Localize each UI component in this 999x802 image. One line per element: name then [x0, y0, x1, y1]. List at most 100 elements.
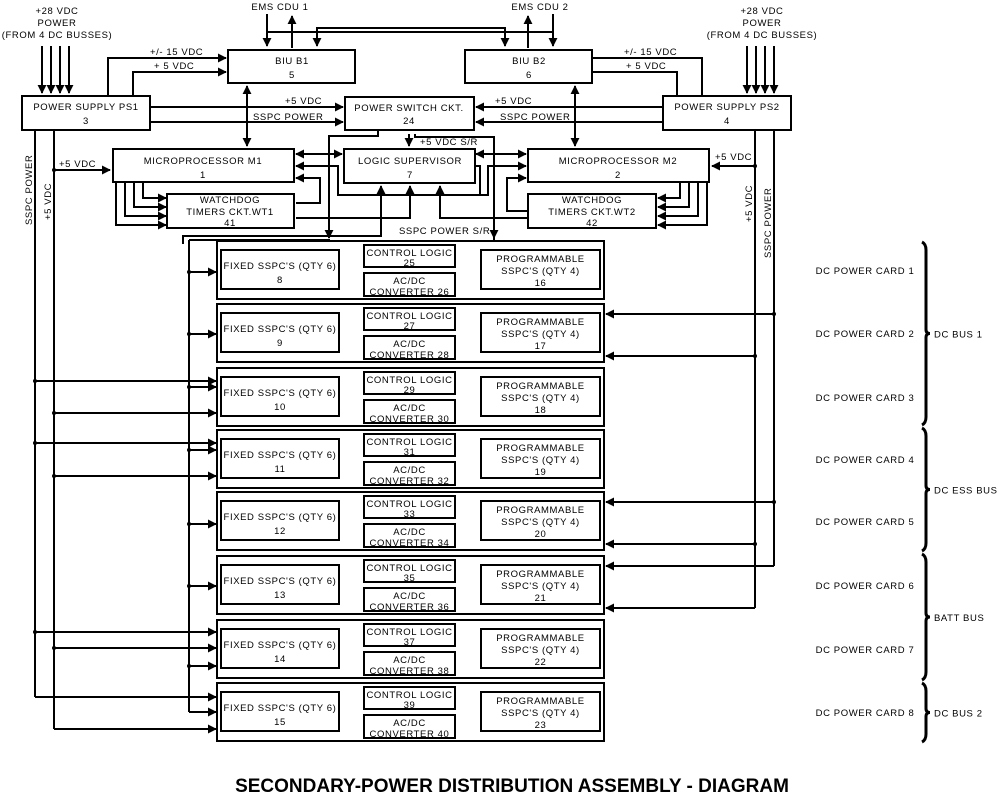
- acdc-converter-line2: CONVERTER 26: [370, 287, 450, 298]
- dc-power-card-5: FIXED SSPC'S (QTY 6)12 CONTROL LOGIC33AC/…: [216, 491, 914, 551]
- bus-brace-2: DC ESS BUS: [921, 426, 997, 553]
- programmable-sspc-line2: SSPC'S (QTY 4): [501, 517, 580, 528]
- ps2-block: POWER SUPPLY PS2 4: [662, 95, 792, 131]
- junction-dot: [772, 312, 776, 316]
- left-28vdc-inputs: [37, 46, 74, 94]
- programmable-sspc-line1: PROGRAMMABLE: [496, 505, 585, 516]
- wt2-block: WATCHDOG TIMERS CKT.WT2 42: [527, 193, 657, 229]
- programmable-sspc-number: 21: [535, 593, 547, 604]
- fixed-sspc-label: FIXED SSPC'S (QTY 6): [224, 703, 337, 714]
- control-logic-number: 33: [404, 509, 416, 520]
- fixed-sspc-number: 13: [274, 590, 286, 601]
- programmable-sspc-line1: PROGRAMMABLE: [496, 633, 585, 644]
- control-logic-number: 29: [404, 385, 416, 396]
- logic-supervisor-label: LOGIC SUPERVISOR: [358, 156, 462, 167]
- ps2-p5-label: + 5 VDC: [626, 61, 666, 72]
- fixed-sspc-label: FIXED SSPC'S (QTY 6): [224, 450, 337, 461]
- programmable-sspc-line1: PROGRAMMABLE: [496, 381, 585, 392]
- control-logic-label: CONTROL LOGIC: [366, 499, 452, 510]
- acdc-converter-line1: AC/DC: [393, 527, 426, 538]
- right-28vdc-label: +28 VDC POWER (FROM 4 DC BUSSES): [707, 6, 817, 41]
- fixed-sspc-number: 15: [274, 717, 286, 728]
- acdc-converter-line1: AC/DC: [393, 718, 426, 729]
- brace-shape: [921, 552, 931, 682]
- bus-brace-1: DC BUS 1: [921, 240, 982, 427]
- programmable-sspc-line1: PROGRAMMABLE: [496, 254, 585, 265]
- fixed-sspc-block: FIXED SSPC'S (QTY 6) 15: [220, 691, 340, 732]
- control-logic-label: CONTROL LOGIC: [366, 248, 452, 259]
- fixed-sspc-label: FIXED SSPC'S (QTY 6): [224, 640, 337, 651]
- wt1-block: WATCHDOG TIMERS CKT.WT1 41: [166, 193, 295, 229]
- fixed-sspc-label: FIXED SSPC'S (QTY 6): [224, 324, 337, 335]
- junction-dot: [753, 542, 757, 546]
- dc-power-card-label: DC POWER CARD 2: [816, 329, 915, 340]
- programmable-sspc-number: 16: [535, 278, 547, 289]
- left-28vdc-line1: +28 VDC: [35, 6, 78, 17]
- control-logic-number: 31: [404, 447, 416, 458]
- right-28vdc-inputs: [742, 46, 779, 94]
- fixed-sspc-label: FIXED SSPC'S (QTY 6): [224, 388, 337, 399]
- programmable-sspc-number: 17: [535, 341, 547, 352]
- biu-b1-block: BIU B1 5: [227, 49, 356, 84]
- programmable-sspc-line2: SSPC'S (QTY 4): [501, 455, 580, 466]
- wt1-line2: TIMERS CKT.WT1: [186, 207, 274, 218]
- ps2-pm15-label: +/- 15 VDC: [624, 47, 677, 58]
- control-logic-number: 35: [404, 573, 416, 584]
- fixed-sspc-block: FIXED SSPC'S (QTY 6) 14: [220, 628, 340, 669]
- programmable-sspc-number: 20: [535, 529, 547, 540]
- m1-5vdc-label: +5 VDC: [59, 159, 96, 170]
- junction-dot: [52, 411, 56, 415]
- wires: [34, 14, 779, 729]
- acdc-converter-line2: CONVERTER 34: [370, 538, 450, 549]
- right-28vdc-line1: +28 VDC: [740, 6, 783, 17]
- ps1-label: POWER SUPPLY PS1: [33, 102, 138, 113]
- programmable-sspc-line2: SSPC'S (QTY 4): [501, 581, 580, 592]
- biu-b2-number: 6: [526, 70, 532, 81]
- programmable-sspc-line1: PROGRAMMABLE: [496, 443, 585, 454]
- logic-5vdc-sr-label: +5 VDC S/R: [420, 137, 478, 148]
- diagram-title: SECONDARY-POWER DISTRIBUTION ASSEMBLY - …: [235, 776, 789, 797]
- control-logic-number: 25: [404, 258, 416, 269]
- power-switch-block: POWER SWITCH CKT. 24: [344, 96, 475, 131]
- junction-dot: [33, 441, 37, 445]
- bus-label: BATT BUS: [934, 613, 984, 624]
- control-logic-label: CONTROL LOGIC: [366, 563, 452, 574]
- ps1-sspc-label: SSPC POWER: [253, 112, 323, 123]
- bus-brace-4: DC BUS 2: [921, 681, 982, 744]
- power-switch-number: 24: [403, 116, 415, 127]
- acdc-converter-line2: CONVERTER 40: [370, 729, 450, 740]
- fixed-sspc-number: 14: [274, 654, 286, 665]
- fixed-sspc-block: FIXED SSPC'S (QTY 6)12: [220, 500, 340, 541]
- ps1-5vdc-label: +5 VDC: [285, 96, 322, 107]
- acdc-converter-line2: CONVERTER 28: [370, 350, 450, 361]
- junction-dot: [33, 379, 37, 383]
- fixed-sspc-number: 8: [277, 275, 283, 286]
- ps2-label: POWER SUPPLY PS2: [674, 102, 779, 113]
- wt2-number: 42: [586, 218, 598, 229]
- left-28vdc-line2: POWER: [38, 18, 77, 29]
- programmable-sspc-line2: SSPC'S (QTY 4): [501, 645, 580, 656]
- acdc-converter-line1: AC/DC: [393, 465, 426, 476]
- biu-b2-label: BIU B2: [512, 56, 546, 67]
- ps2-5vdc-label: +5 VDC: [495, 96, 532, 107]
- m2-block: MICROPROCESSOR M2 2: [527, 148, 710, 183]
- m2-label: MICROPROCESSOR M2: [559, 156, 677, 167]
